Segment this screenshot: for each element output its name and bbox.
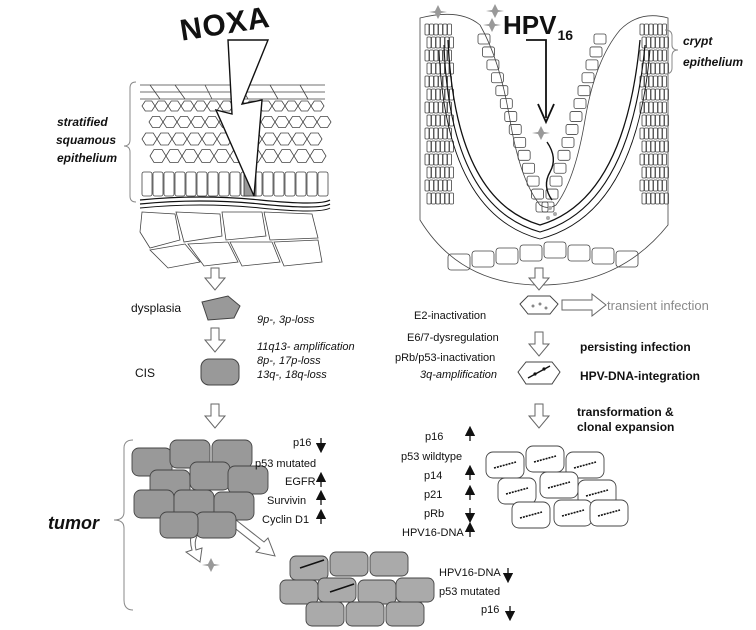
transformation-label-1: transformation &	[577, 405, 674, 419]
hpv-tumor-cluster	[485, 445, 629, 529]
integration-label: HPV-DNA-integration	[580, 369, 700, 383]
marker-egfr: EGFR	[285, 476, 316, 488]
bottom-marker-hpv: HPV16-DNA	[439, 567, 501, 579]
bottom-marker-p16: p16	[481, 604, 500, 616]
step-e2: E2-inactivation	[414, 310, 487, 322]
transformation-label-2: clonal expansion	[577, 420, 675, 434]
hpv-episome-cell	[519, 295, 559, 315]
tumor-label: tumor	[48, 513, 99, 533]
marker-p16: p16	[293, 437, 312, 449]
r-marker-p53: p53 wildtype	[401, 451, 463, 463]
r-marker-hpv: HPV16-DNA	[402, 527, 464, 539]
amp-1-label: 11q13- amplification	[257, 341, 355, 353]
step-3q: 3q-amplification	[420, 369, 498, 381]
progression-arrows	[184, 267, 607, 563]
r-marker-p14: p14	[424, 470, 443, 482]
loss-2-label: 8p-, 17p-loss	[257, 355, 321, 367]
transient-label: transient infection	[607, 298, 709, 313]
persisting-label: persisting infection	[580, 340, 691, 354]
recurrent-tumor-cluster	[279, 551, 435, 627]
marker-cyclin: Cyclin D1	[262, 514, 310, 526]
loss-1-label: 9p-, 3p-loss	[257, 314, 315, 326]
marker-survivin: Survivin	[267, 495, 307, 507]
marker-arrows-bottom	[502, 568, 516, 622]
crypt-epithelium	[419, 13, 669, 286]
lightning-bolt-icon	[214, 39, 270, 197]
r-marker-prb: pRb	[424, 508, 445, 520]
stratified-label-2: squamous	[56, 133, 117, 147]
crypt-label-2: epithelium	[683, 55, 744, 69]
hpv-entry-arrow	[526, 39, 547, 118]
step-e67: E6/7-dysregulation	[407, 332, 499, 344]
stratified-bracket	[123, 81, 137, 203]
hpv-label: HPV16	[503, 10, 574, 43]
virus-particles	[202, 4, 550, 572]
marker-p53: p53 mutated	[255, 458, 317, 470]
tumor-bracket	[113, 439, 134, 611]
crypt-bracket	[664, 29, 679, 75]
stratified-label-1: stratified	[57, 115, 108, 129]
bottom-marker-p53: p53 mutated	[439, 586, 501, 598]
cis-cell	[200, 358, 240, 386]
step-prb: pRb/p53-inactivation	[395, 352, 496, 364]
dysplasia-label: dysplasia	[131, 301, 182, 315]
loss-3-label: 13q-, 18q-loss	[257, 369, 327, 381]
cis-label: CIS	[135, 366, 156, 380]
dysplasia-cell	[201, 295, 241, 321]
r-marker-p21: p21	[424, 489, 443, 501]
crypt-label-1: crypt	[683, 34, 713, 48]
tumor-cell-cluster	[131, 439, 269, 539]
hpv-integrated-cell	[517, 361, 561, 385]
r-marker-p16: p16	[425, 431, 444, 443]
stratified-label-3: epithelium	[57, 151, 118, 165]
